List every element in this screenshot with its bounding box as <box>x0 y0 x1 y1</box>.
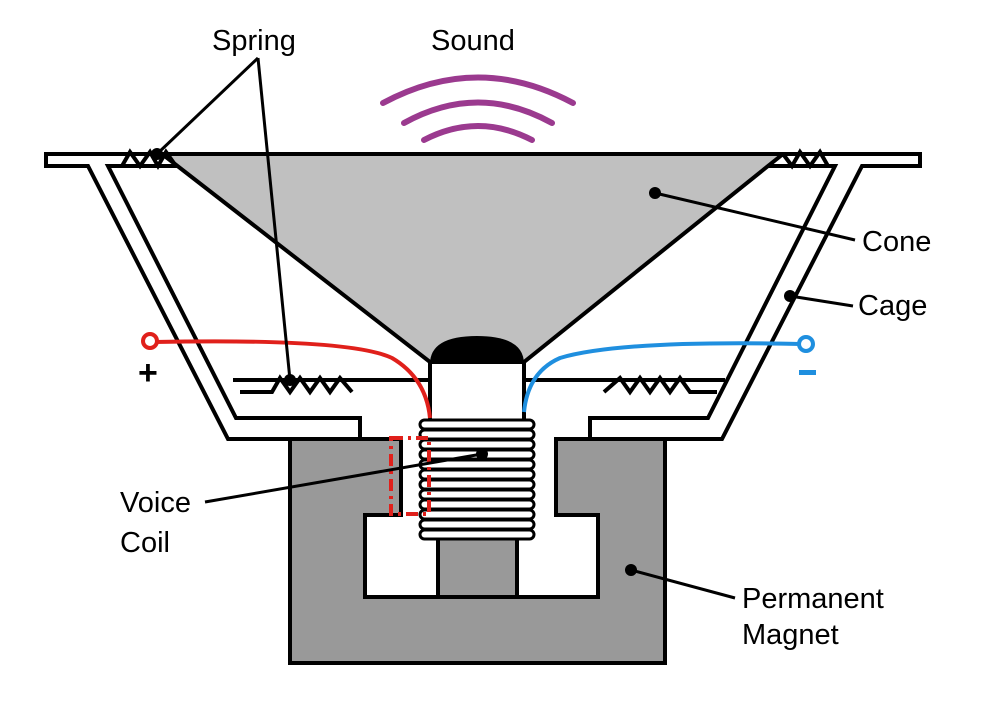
top-springs <box>108 148 835 171</box>
coil-winding <box>418 528 536 541</box>
leader-lines <box>155 56 856 600</box>
label-cage: Cage <box>858 290 927 322</box>
positive-terminal <box>141 332 159 350</box>
coil-winding <box>418 418 536 431</box>
negative-terminal <box>797 335 815 353</box>
wires <box>153 339 802 419</box>
label-voice: Voice <box>120 487 191 519</box>
minus-sign <box>799 370 816 375</box>
coil-winding <box>418 428 536 441</box>
coil-cross-section <box>389 436 431 516</box>
dust-cap <box>430 336 524 364</box>
label-spring: Spring <box>212 25 296 57</box>
label-magnet: Magnet <box>742 619 839 651</box>
coil-winding <box>418 468 536 481</box>
label-coil: Coil <box>120 527 170 559</box>
coil-winding <box>418 438 536 451</box>
voice-coil-windings <box>418 418 536 541</box>
sound-waves <box>380 74 576 143</box>
coil-winding <box>418 488 536 501</box>
label-cone: Cone <box>862 226 931 258</box>
coil-winding <box>418 518 536 531</box>
label-permanent: Permanent <box>742 583 884 615</box>
coil-winding <box>418 478 536 491</box>
label-sound: Sound <box>431 25 515 57</box>
leader-dots <box>151 148 796 576</box>
coil-winding <box>418 508 536 521</box>
plus-sign: + <box>138 354 158 392</box>
coil-winding <box>418 498 536 511</box>
cone <box>156 152 789 364</box>
spider <box>233 374 725 396</box>
